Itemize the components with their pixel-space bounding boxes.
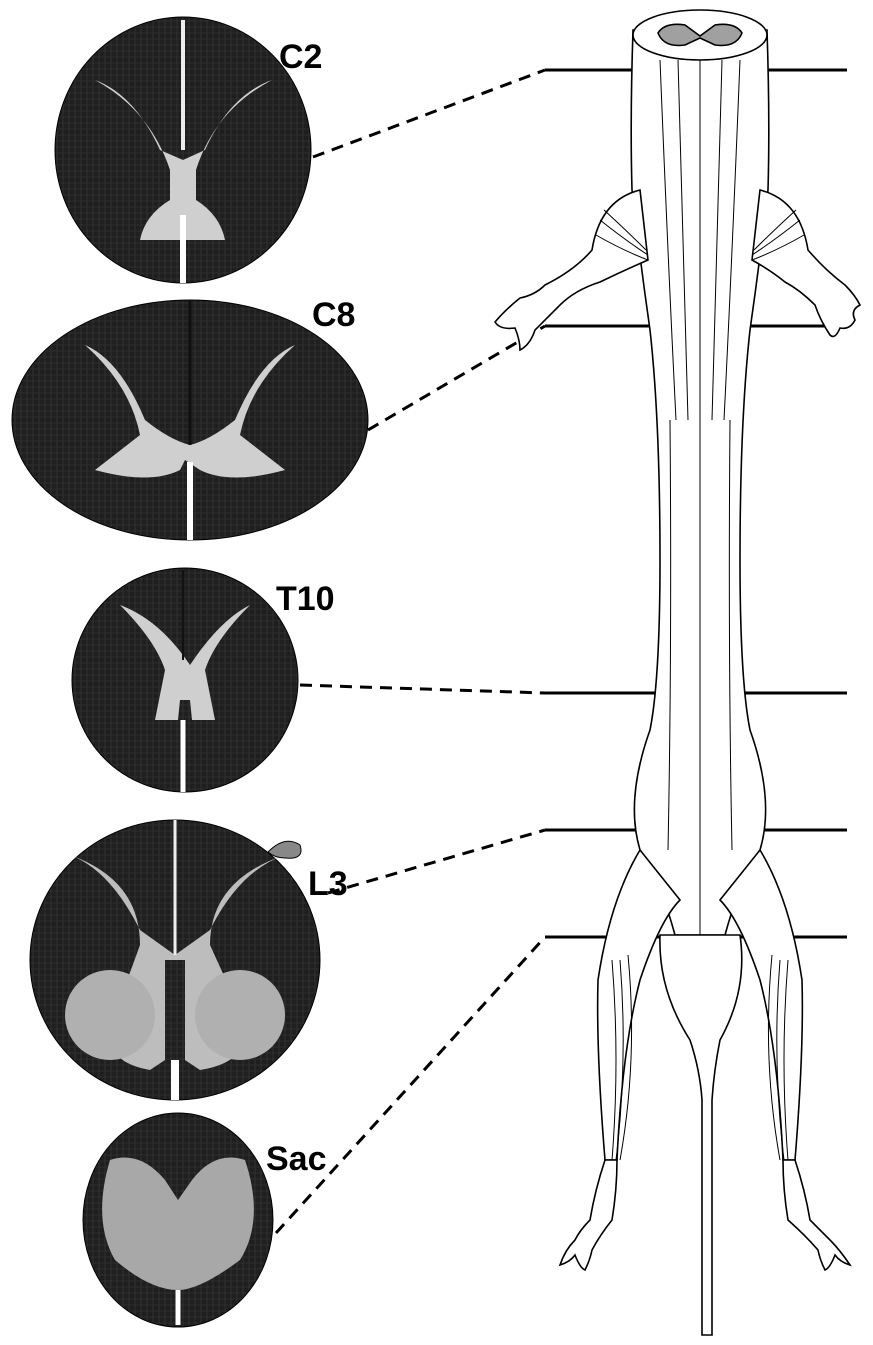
section-t10: T10: [72, 568, 335, 792]
section-l3: L3: [30, 820, 348, 1100]
label-c2: C2: [279, 38, 322, 76]
brachial-plexus-right: [752, 190, 860, 336]
spinal-cord-outline: [495, 10, 860, 1335]
connector-l3: [328, 830, 545, 893]
label-sac: Sac: [266, 1140, 327, 1178]
lumbar-roots-left: [598, 850, 680, 1160]
conus-medullaris: [660, 935, 742, 1335]
connector-t10: [300, 685, 545, 693]
section-c8: C8: [12, 296, 368, 540]
label-l3: L3: [308, 865, 348, 903]
section-sac: Sac: [83, 1113, 327, 1327]
label-c8: C8: [312, 296, 355, 334]
section-c2: C2: [55, 17, 322, 283]
label-t10: T10: [276, 580, 335, 618]
sacral-nerve-left: [560, 1160, 617, 1270]
connector-c2: [313, 70, 545, 157]
sacral-nerve-right: [783, 1160, 850, 1270]
connector-lines: [276, 70, 545, 1233]
